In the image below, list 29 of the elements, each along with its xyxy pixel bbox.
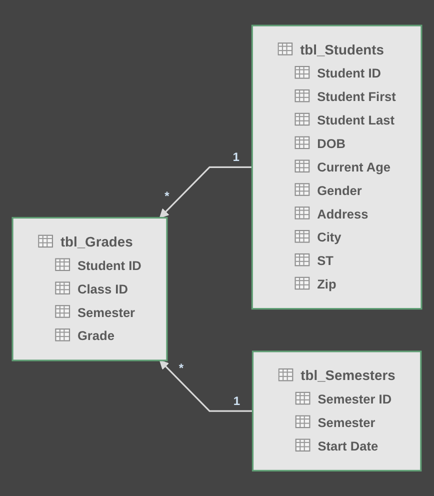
column-name: Grade bbox=[77, 328, 114, 344]
arrow bbox=[159, 360, 253, 412]
column-name: Class ID bbox=[77, 282, 128, 296]
column-name: Semester bbox=[318, 415, 376, 430]
column-name: Address bbox=[317, 206, 368, 222]
cardinality-mark: * bbox=[178, 362, 184, 374]
cardinality-mark: 1 bbox=[232, 151, 240, 164]
column-name: Semester ID bbox=[318, 392, 392, 407]
column-name: Semester bbox=[77, 304, 136, 320]
table-name: tbl_Students bbox=[300, 41, 384, 58]
column-name: Student First bbox=[317, 89, 396, 104]
column-name: Current Age bbox=[317, 160, 390, 174]
column-name: Student Last bbox=[317, 112, 394, 128]
column-name: Student ID bbox=[317, 66, 381, 81]
column-name: Zip bbox=[317, 276, 336, 292]
node-box bbox=[252, 350, 422, 472]
table-name: tbl_Grades bbox=[60, 234, 133, 250]
node-box bbox=[12, 216, 168, 362]
arrow bbox=[159, 166, 252, 218]
column-name: Gender bbox=[317, 183, 362, 198]
node-box bbox=[251, 24, 422, 310]
column-name: DOB bbox=[317, 136, 346, 152]
column-name: City bbox=[317, 230, 342, 245]
column-name: Start Date bbox=[318, 438, 378, 454]
column-name: ST bbox=[317, 253, 334, 268]
cardinality-mark: 1 bbox=[233, 394, 240, 407]
column-name: Student ID bbox=[77, 258, 142, 274]
table-name: tbl_Semesters bbox=[300, 367, 396, 384]
cardinality-mark: * bbox=[164, 190, 170, 202]
